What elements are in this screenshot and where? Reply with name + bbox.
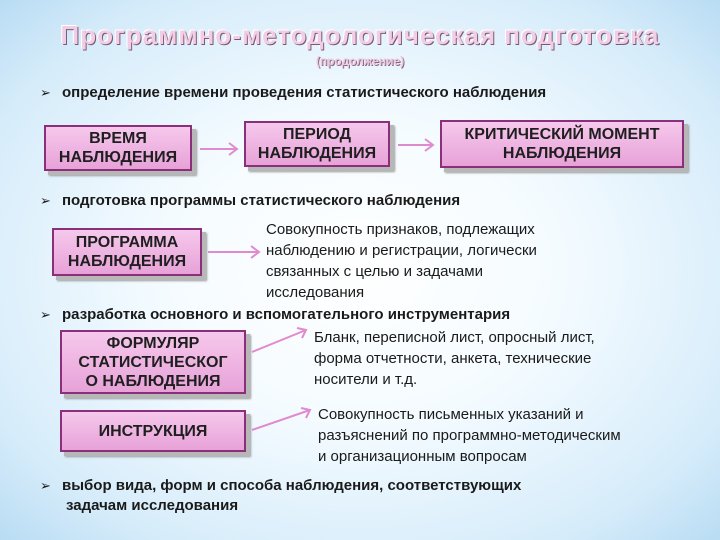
- bullet-text: определение времени проведения статистич…: [62, 84, 547, 101]
- box-line: НАБЛЮДЕНИЯ: [257, 145, 377, 162]
- arrow-up-right-icon: [251, 327, 308, 353]
- arrow-bullet-icon: ➢: [40, 478, 51, 493]
- box-line: ПЕРИОД: [283, 126, 351, 143]
- desc-line: наблюдению и регистрации, логически: [266, 242, 537, 259]
- box-line: ВРЕМЯ: [89, 130, 147, 147]
- desc-line: носители и т.д.: [314, 371, 418, 388]
- box-observation-time: ВРЕМЯ НАБЛЮДЕНИЯ: [44, 125, 192, 171]
- bullet-item: ➢ определение времени проведения статисти…: [40, 84, 546, 102]
- bullet-item: ➢ подготовка программы статистического на…: [40, 192, 460, 210]
- bullet-item: ➢ разработка основного и вспомогательного…: [40, 306, 510, 324]
- arrow-right-icon: [208, 245, 261, 259]
- box-line: СТАТИСТИЧЕСКОГ: [78, 353, 228, 371]
- arrow-bullet-icon: ➢: [40, 85, 51, 100]
- arrow-bullet-icon: ➢: [40, 307, 51, 322]
- desc-line: разъяснений по программно-методическим: [318, 427, 621, 444]
- desc-line: Совокупность признаков, подлежащих: [266, 221, 535, 238]
- box-line: ИНСТРУКЦИЯ: [98, 422, 208, 440]
- box-observation-program: ПРОГРАММА НАБЛЮДЕНИЯ: [52, 228, 202, 276]
- form-description: Бланк, переписной лист, опросный лист, ф…: [314, 327, 694, 390]
- box-critical-moment: КРИТИЧЕСКИЙ МОМЕНТ НАБЛЮДЕНИЯ: [440, 120, 684, 168]
- box-line: О НАБЛЮДЕНИЯ: [85, 372, 221, 390]
- page-subtitle: (продолжение): [315, 54, 405, 68]
- page-title: Программно-методологическая подготовка: [60, 20, 660, 50]
- box-line: НАБЛЮДЕНИЯ: [58, 149, 178, 166]
- arrow-up-right-icon: [251, 407, 312, 431]
- box-observation-period: ПЕРИОД НАБЛЮДЕНИЯ: [244, 121, 390, 167]
- desc-line: Совокупность письменных указаний и: [318, 406, 584, 423]
- desc-line: Бланк, переписной лист, опросный лист,: [314, 329, 595, 346]
- box-line: НАБЛЮДЕНИЯ: [67, 253, 187, 270]
- desc-line: форма отчетности, анкета, технические: [314, 350, 592, 367]
- bullet-text-continued: задачам исследования: [66, 497, 239, 514]
- box-instruction: ИНСТРУКЦИЯ: [60, 410, 246, 452]
- desc-line: исследования: [266, 284, 365, 301]
- bullet-text: подготовка программы статистического наб…: [62, 192, 461, 209]
- instruction-description: Совокупность письменных указаний и разъя…: [318, 404, 708, 467]
- box-line: ПРОГРАММА: [75, 234, 179, 251]
- bullet-text: разработка основного и вспомогательного …: [62, 306, 511, 323]
- desc-line: связанных с целью и задачами: [266, 263, 483, 280]
- bullet-text: выбор вида, форм и способа наблюдения, с…: [62, 477, 522, 494]
- arrow-right-icon: [398, 138, 435, 152]
- bullet-item: ➢ выбор вида, форм и способа наблюдения, …: [40, 477, 521, 495]
- program-description: Совокупность признаков, подлежащих наблю…: [266, 219, 686, 303]
- box-line: ФОРМУЛЯР: [106, 334, 200, 352]
- box-line: НАБЛЮДЕНИЯ: [502, 145, 622, 162]
- desc-line: и организационным вопросам: [318, 448, 527, 465]
- arrow-bullet-icon: ➢: [40, 193, 51, 208]
- arrow-right-icon: [200, 142, 239, 156]
- box-line: КРИТИЧЕСКИЙ МОМЕНТ: [464, 126, 660, 143]
